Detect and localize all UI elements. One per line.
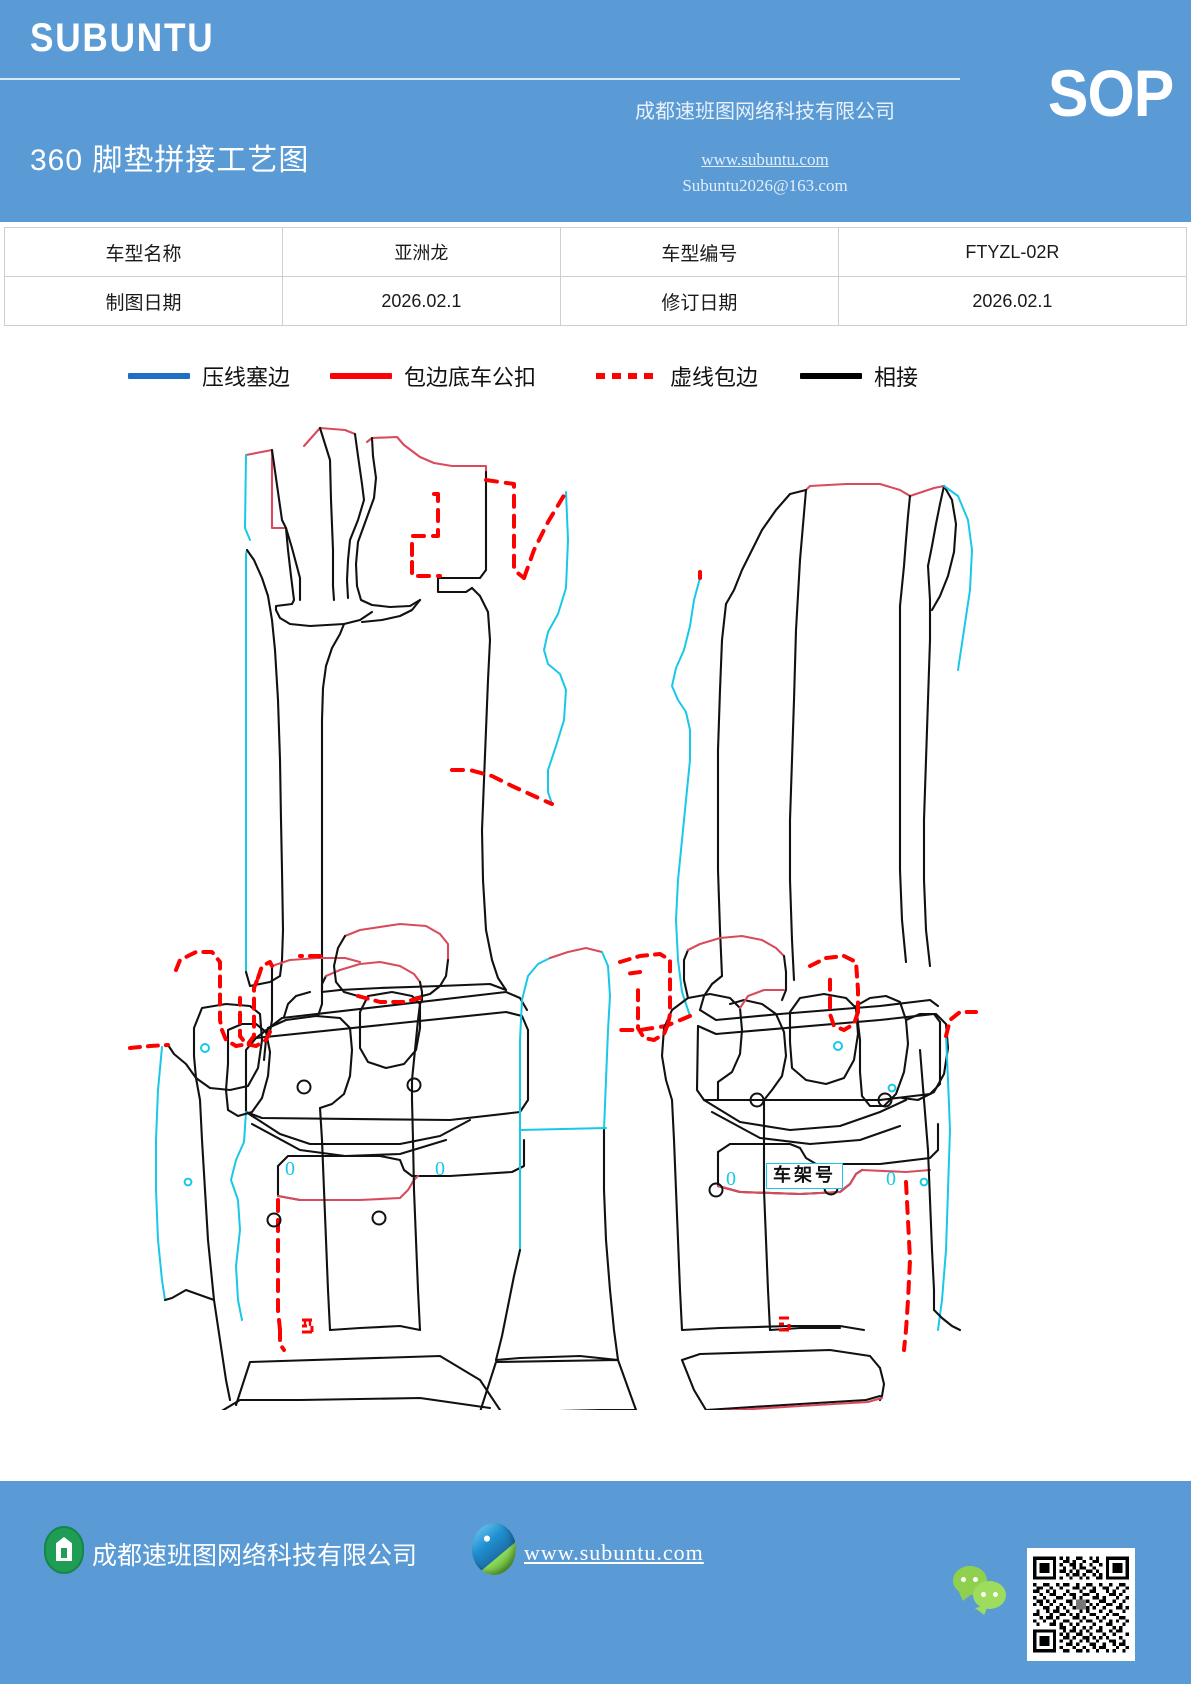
- qr-code[interactable]: [1027, 1548, 1135, 1661]
- legend-item-press-edge: 压线塞边: [128, 360, 290, 392]
- wechat-icon: [953, 1566, 1015, 1616]
- band-mark-right-1: 0: [726, 1168, 736, 1190]
- legend-swatch-blue-solid-icon: [128, 373, 190, 379]
- wechat-dot: [961, 1577, 966, 1582]
- front-left-mat: [230, 426, 569, 1332]
- legend-item-bind-edge-buckle: 包边底车公扣: [330, 360, 536, 392]
- legend-swatch-black-solid-icon: [800, 373, 862, 379]
- table-row: 制图日期 2026.02.1 修订日期 2026.02.1: [4, 276, 1188, 326]
- band-mark-left-1: 0: [285, 1158, 295, 1180]
- qr-code-svg: [1033, 1556, 1129, 1653]
- band-mark-right-2: 0: [886, 1168, 896, 1190]
- globe-icon: [472, 1523, 516, 1575]
- page-header: SUBUNTU 360 脚垫拼接工艺图 SOP 成都速班图网络科技有限公司 ww…: [0, 0, 1191, 222]
- cell-revision-date-label: 修订日期: [559, 276, 839, 326]
- legend: 压线塞边 包边底车公扣 虚线包边 相接: [0, 352, 1191, 394]
- mat-outline-svg: [128, 426, 978, 1414]
- header-website-link[interactable]: www.subuntu.com: [701, 150, 829, 169]
- cell-model-name-value: 亚洲龙: [281, 227, 561, 277]
- footer-company-name: 成都速班图网络科技有限公司: [92, 1543, 418, 1570]
- wechat-dot: [993, 1592, 998, 1597]
- vin-label-box: 车架号: [766, 1163, 843, 1189]
- page-title: 360 脚垫拼接工艺图: [30, 144, 310, 177]
- legend-item-joint: 相接: [800, 360, 918, 392]
- header-company-name: 成都速班图网络科技有限公司: [635, 101, 895, 123]
- band-mark-left-2: 0: [435, 1158, 445, 1180]
- cell-revision-date-value: 2026.02.1: [837, 276, 1188, 326]
- cell-model-code-label: 车型编号: [559, 227, 839, 277]
- legend-swatch-red-solid-icon: [330, 373, 392, 379]
- mat-pattern-drawing: 车架号: [0, 400, 1191, 1414]
- rear-right-mat: [618, 934, 978, 1414]
- front-right-mat: [618, 482, 973, 1352]
- legend-label: 压线塞边: [202, 365, 291, 390]
- legend-swatch-red-dashed-icon: [596, 373, 658, 379]
- legend-label: 虚线包边: [670, 365, 759, 390]
- footer-website-link[interactable]: www.subuntu.com: [524, 1540, 704, 1565]
- wechat-bubble-small: [973, 1581, 1006, 1609]
- brand-logo: SUBUNTU: [30, 16, 215, 60]
- cell-draw-date-label: 制图日期: [4, 276, 283, 326]
- cell-model-code-value: FTYZL-02R: [837, 227, 1188, 277]
- cell-model-name-label: 车型名称: [4, 227, 283, 277]
- rear-left-mat: [128, 922, 502, 1414]
- legend-label: 相接: [874, 365, 919, 390]
- header-divider: [0, 78, 960, 80]
- table-row: 车型名称 亚洲龙 车型编号 FTYZL-02R: [4, 227, 1188, 277]
- sop-badge: SOP: [1047, 56, 1174, 130]
- company-building-icon: [44, 1526, 84, 1574]
- wechat-dot: [973, 1577, 978, 1582]
- cell-draw-date-value: 2026.02.1: [281, 276, 561, 326]
- legend-item-dashed-binding: 虚线包边: [596, 360, 758, 392]
- legend-label: 包边底车公扣: [404, 365, 537, 390]
- wechat-dot: [981, 1592, 986, 1597]
- header-email: Subuntu2026@163.com: [682, 176, 848, 195]
- vehicle-info-table: 车型名称 亚洲龙 车型编号 FTYZL-02R 制图日期 2026.02.1 修…: [4, 227, 1188, 326]
- bottom-marker-svg: [302, 1316, 791, 1334]
